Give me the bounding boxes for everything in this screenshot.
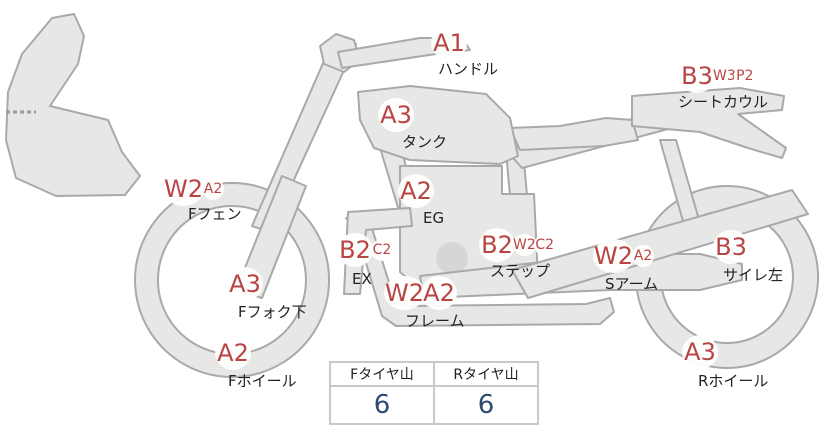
tire-tread-table: Fタイヤ山 Rタイヤ山 6 6 xyxy=(329,361,539,425)
front-cowl xyxy=(5,13,141,197)
code-badge: A2 xyxy=(215,336,251,370)
code-badge: A2 xyxy=(421,276,457,310)
code-badge: A2 xyxy=(202,178,224,200)
exhaust-label: EX xyxy=(352,270,372,288)
seat-cowl-label: シートカウル xyxy=(678,93,769,111)
f-fender-label: Fフェン xyxy=(188,205,242,223)
r-wheel-label: Rホイール xyxy=(698,372,769,390)
engine-cover xyxy=(436,242,468,274)
code-badge: B3 xyxy=(713,230,749,264)
swingarm xyxy=(511,189,809,299)
f-wheel-label: Fホイール xyxy=(228,372,297,390)
code-badge: P2 xyxy=(733,65,756,87)
rear-tread-value: 6 xyxy=(433,385,539,425)
code-badge: B2 xyxy=(479,228,515,262)
swingarm-label: Sアーム xyxy=(605,275,659,293)
code-badge: A3 xyxy=(378,98,414,132)
code-badge: W2 xyxy=(163,172,204,206)
handle-codes: A1 xyxy=(431,26,467,60)
front-tread-value: 6 xyxy=(329,385,435,425)
f-fork-label: Fフォク下 xyxy=(238,303,307,321)
rear-tread-header: Rタイヤ山 xyxy=(433,361,539,387)
code-badge: W2 xyxy=(593,239,634,273)
code-badge: B3 xyxy=(679,59,715,93)
swingarm-codes: W2 A2 xyxy=(593,239,654,273)
code-badge: W3 xyxy=(713,65,736,87)
frame-label: フレーム xyxy=(405,312,465,330)
code-badge: A2 xyxy=(398,174,434,208)
front-tread-header: Fタイヤ山 xyxy=(329,361,435,387)
engine-codes: A2 xyxy=(398,174,434,208)
engine-label: EG xyxy=(423,209,445,227)
code-badge: B2 xyxy=(337,233,373,267)
seat-cowl-codes: B3 W3 P2 xyxy=(679,59,756,93)
handle-label: ハンドル xyxy=(438,60,499,78)
code-badge: A1 xyxy=(431,26,467,60)
exhaust-codes: B2 C2 xyxy=(337,233,393,267)
code-badge: A3 xyxy=(682,335,718,369)
code-badge: W2 xyxy=(384,276,425,310)
code-badge: A2 xyxy=(632,245,654,267)
f-fork-codes: A3 xyxy=(227,267,263,301)
silencer-codes: B3 xyxy=(713,230,749,264)
r-wheel-codes: A3 xyxy=(682,335,718,369)
step-label: ステップ xyxy=(490,262,551,280)
seat-cowl-shape xyxy=(631,87,787,159)
code-badge: A3 xyxy=(227,267,263,301)
seat xyxy=(509,117,639,151)
code-badge: C2 xyxy=(533,234,556,256)
f-wheel-codes: A2 xyxy=(215,336,251,370)
code-badge: W2 xyxy=(513,234,536,256)
code-badge: C2 xyxy=(371,239,393,261)
step-codes: B2 W2 C2 xyxy=(479,228,556,262)
f-fender-codes: W2 A2 xyxy=(163,172,224,206)
frame-codes: W2 A2 xyxy=(384,276,457,310)
tank-label: タンク xyxy=(402,133,448,151)
silencer-label: サイレ左 xyxy=(723,266,784,284)
exhaust-pipe xyxy=(343,207,413,295)
tank-codes: A3 xyxy=(378,98,414,132)
